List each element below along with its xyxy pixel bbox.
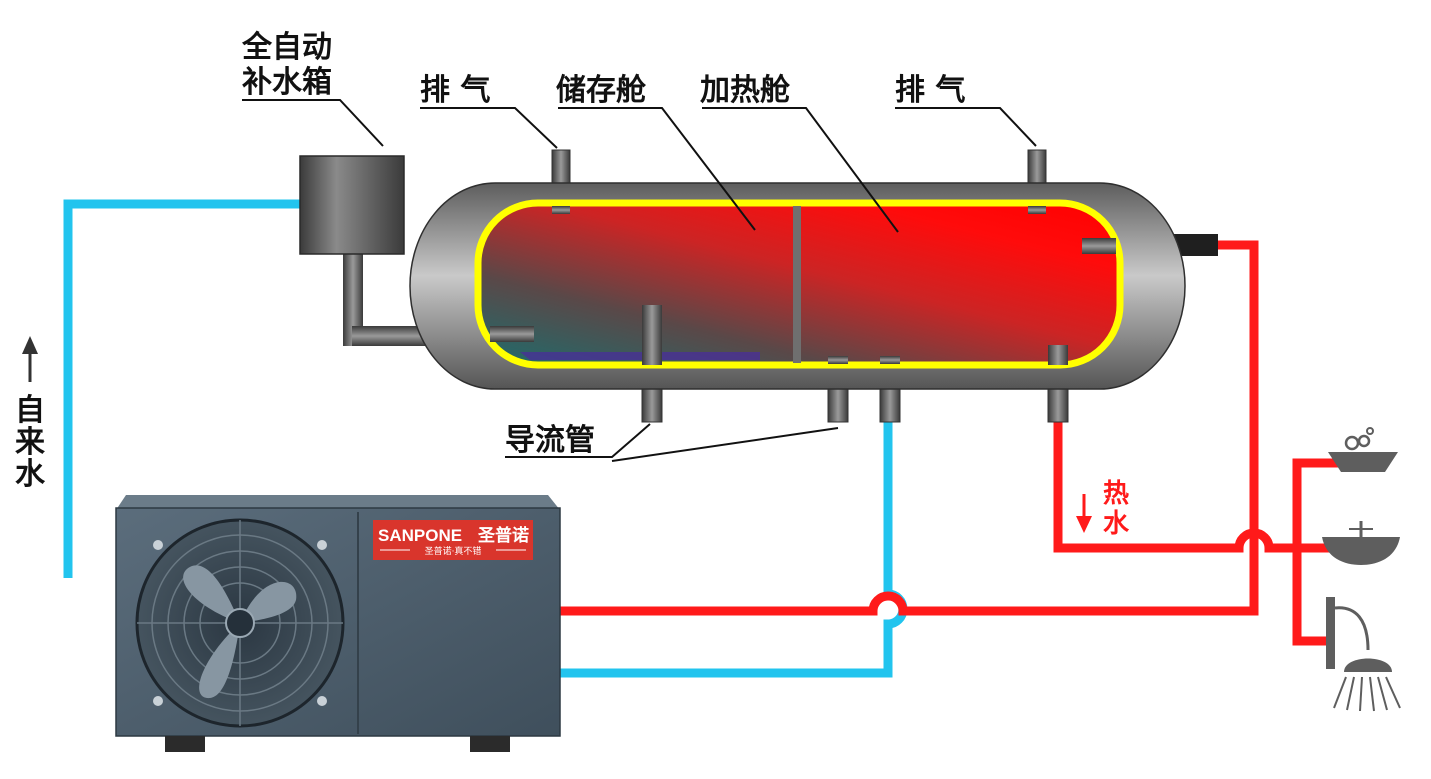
basin-icon: [1328, 427, 1398, 472]
down-arrow-icon: [1076, 494, 1092, 533]
makeup-tank-label-line2: 补水箱: [242, 65, 332, 100]
makeup-tank-label-line1: 全自动: [241, 30, 332, 65]
inner-vent-stub-right: [1028, 206, 1046, 214]
hot-supply-pipe: [552, 240, 1259, 616]
tap-water-label-char3: 水: [15, 457, 46, 492]
heating-chamber-label: 加热舱: [700, 73, 791, 108]
side-outlet-port: [1170, 234, 1218, 256]
fan-icon: [135, 518, 345, 728]
brand-logo: SANPONE: [378, 526, 462, 545]
vent-label-right: 排 气: [895, 73, 965, 108]
inner-inlet-pipe: [490, 326, 534, 342]
vent-label-left: 排 气: [420, 73, 490, 108]
fixture-branch-pipe: [1292, 458, 1344, 646]
inner-guide-pipe-2: [828, 356, 848, 364]
brand-logo-cn: 圣普诺: [478, 525, 529, 545]
sink-icon: [1322, 521, 1400, 565]
hot-outlet-pipe: [1053, 418, 1332, 553]
cold-layer: [520, 352, 760, 360]
inner-guide-pipe-3: [880, 356, 900, 364]
inner-bottom-pipe: [1048, 345, 1068, 365]
makeup-water-tank: [299, 155, 405, 255]
tap-water-label-char2: 来: [15, 425, 45, 460]
cold-water-inlet-pipe: [63, 199, 300, 578]
brand-slogan: 圣普诺·真不错: [425, 545, 482, 557]
tap-water-label-char1: 自: [15, 393, 45, 428]
inner-vent-stub-left: [552, 206, 570, 214]
brand-badge: [373, 520, 533, 560]
heat-pump-unit: SANPONE 圣普诺 圣普诺·真不错: [115, 495, 561, 752]
up-arrow-icon: [22, 336, 38, 382]
hot-water-label-char2: 水: [1103, 509, 1130, 539]
makeup-tank-feed-pipe: [343, 250, 363, 346]
leader-lines: [242, 99, 1037, 462]
hot-water-label-char1: 热: [1103, 479, 1129, 509]
chamber-partition: [793, 206, 801, 363]
inner-guide-pipe-1: [642, 305, 662, 365]
storage-chamber-label: 储存舱: [556, 73, 647, 108]
makeup-tank-link-pipe: [352, 326, 432, 346]
shower-icon: [1326, 597, 1401, 712]
inner-outlet-pipe: [1082, 238, 1116, 254]
guide-pipe-label: 导流管: [505, 423, 595, 458]
